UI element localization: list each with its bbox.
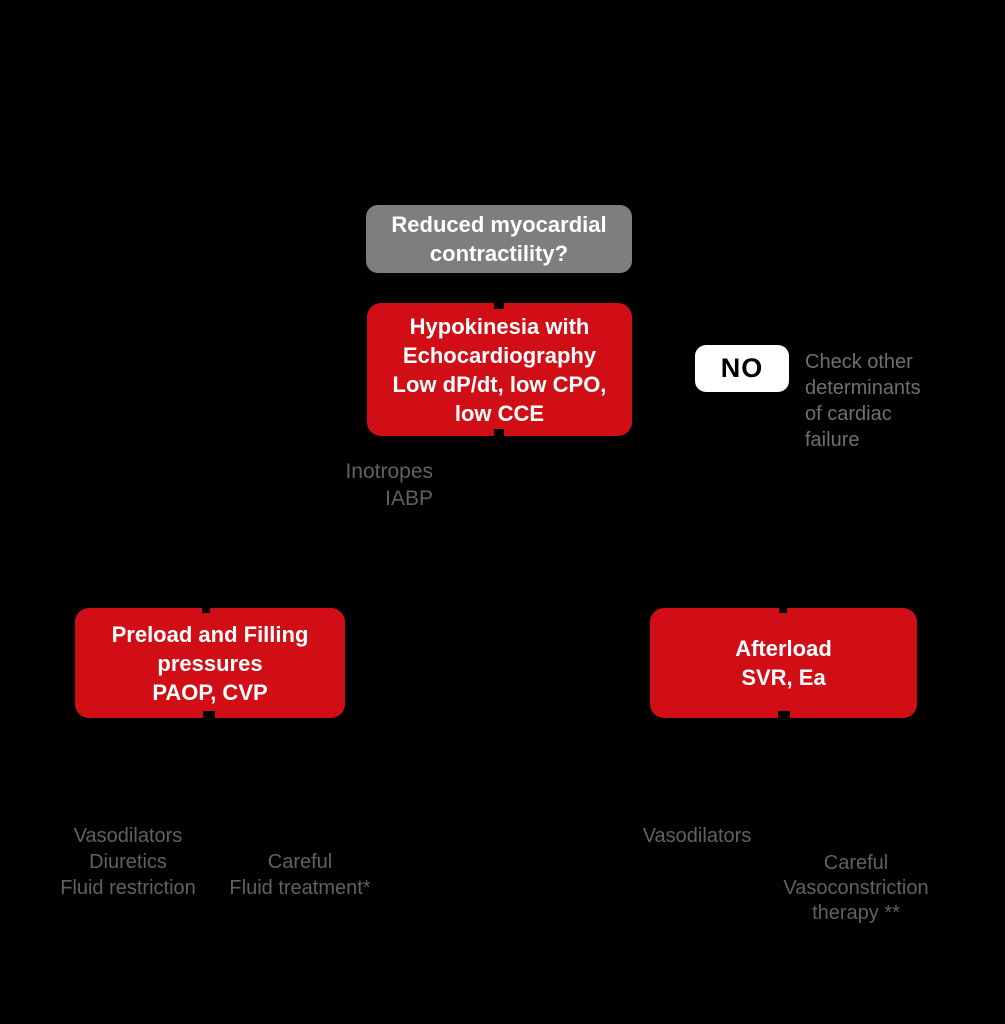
preload-treatment-line: Fluid restriction [60, 877, 196, 899]
check-other-line: failure [805, 429, 860, 451]
careful-vaso-line: therapy ** [812, 902, 900, 924]
preload-line: PAOP, CVP [152, 679, 268, 705]
connector-notch [202, 606, 210, 613]
careful-fluid-line: Fluid treatment* [229, 877, 371, 899]
hypokinesia-line: low CCE [454, 400, 545, 426]
afterload-line: Afterload [735, 636, 832, 661]
hypokinesia-line: Hypokinesia with [409, 313, 590, 339]
careful-fluid-text: Careful Fluid treatment* [205, 849, 395, 901]
no-badge: NO [695, 345, 789, 392]
preload-treatment-line: Vasodilators [73, 825, 183, 847]
preload-treatment-line: Diuretics [89, 851, 167, 873]
connector-notch [779, 606, 787, 613]
connector-notch [203, 711, 215, 718]
afterload-node: Afterload SVR, Ea [650, 608, 917, 718]
preload-line: Preload and Filling [111, 621, 309, 647]
question-line: Reduced myocardial [391, 212, 607, 237]
hypokinesia-line: Echocardiography [402, 342, 597, 368]
question-node: Reduced myocardial contractility? [366, 205, 632, 273]
connector-notch [494, 301, 504, 309]
preload-node: Preload and Filling pressures PAOP, CVP [75, 608, 345, 718]
careful-vaso-line: Careful [823, 852, 889, 874]
inotropes-line: IABP [385, 487, 433, 510]
careful-fluid-line: Careful [267, 851, 333, 873]
inotropes-line: Inotropes [345, 460, 433, 483]
no-badge-label: NO [720, 353, 764, 383]
connector-notch [494, 429, 504, 436]
check-other-line: of cardiac [805, 403, 892, 425]
inotropes-text: Inotropes IABP [233, 458, 433, 512]
question-line: contractility? [429, 241, 569, 266]
check-other-text: Check other determinants of cardiac fail… [805, 349, 955, 453]
afterload-treatments-text: Vasodilators [597, 823, 797, 849]
connector-notch [778, 711, 790, 718]
afterload-treatment-line: Vasodilators [642, 825, 752, 847]
careful-vaso-line: Vasoconstriction [783, 877, 929, 899]
afterload-line: SVR, Ea [741, 665, 826, 690]
hypokinesia-node: Hypokinesia with Echocardiography Low dP… [367, 303, 632, 436]
hypokinesia-line: Low dP/dt, low CPO, [392, 371, 607, 397]
check-other-line: determinants [805, 377, 921, 399]
preload-treatments-text: Vasodilators Diuretics Fluid restriction [28, 823, 228, 901]
check-other-line: Check other [805, 351, 913, 373]
careful-vasoconstriction-text: Careful Vasoconstriction therapy ** [756, 851, 956, 926]
preload-line: pressures [157, 650, 263, 676]
